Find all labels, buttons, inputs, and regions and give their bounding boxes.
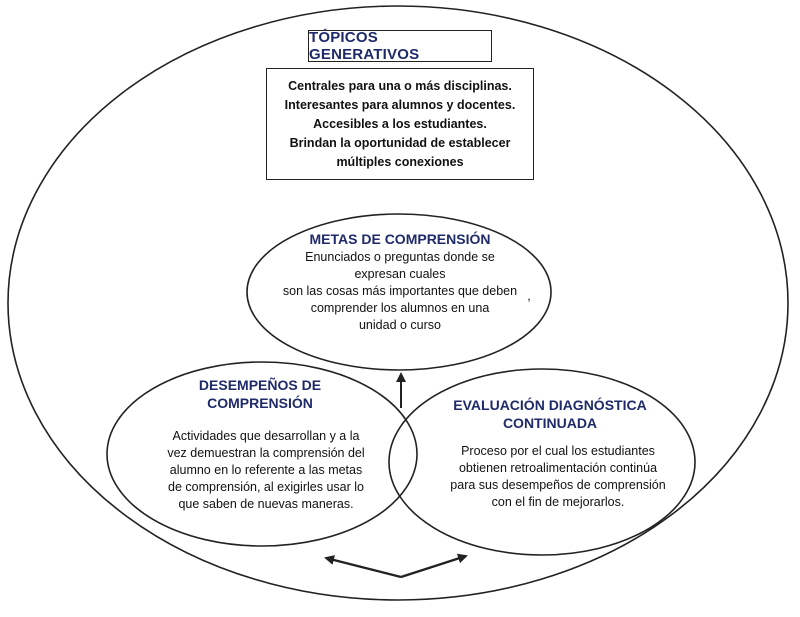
evaluacion-title: EVALUACIÓN DIAGNÓSTICA CONTINUADA: [440, 396, 660, 432]
evaluacion-line: con el fin de mejorarlos.: [491, 495, 625, 509]
evaluacion-line: obtienen retroalimentación continúa: [458, 461, 658, 475]
evaluacion-title-line: EVALUACIÓN DIAGNÓSTICA: [453, 397, 647, 413]
evaluacion-line: Proceso por el cual los estudiantes: [461, 444, 655, 458]
desempenos-title: DESEMPEÑOS DE COMPRENSIÓN: [170, 376, 350, 412]
desempenos-title-line: DESEMPEÑOS DE: [198, 377, 322, 393]
desempenos-line: alumno en lo referente a las metas: [169, 463, 363, 477]
evaluacion-title-line: CONTINUADA: [502, 415, 598, 431]
evaluacion-ellipse: [388, 368, 696, 556]
metas-text: Enunciados o preguntas donde se expresan…: [260, 249, 540, 334]
metas-line: expresan cuales: [354, 267, 446, 281]
metas-line: comprender los alumnos en una: [310, 301, 490, 315]
evaluacion-line: para sus desempeños de comprensión: [450, 478, 666, 492]
desempenos-line: Actividades que desarrollan y a la: [172, 429, 360, 443]
arrow-right: [400, 553, 468, 579]
evaluacion-text: Proceso por el cual los estudiantes obti…: [428, 443, 688, 511]
topicos-line: Brindan la oportunidad de establecer: [289, 135, 511, 150]
metas-title: METAS DE COMPRENSIÓN: [309, 231, 491, 247]
topicos-line: Interesantes para alumnos y docentes.: [284, 97, 516, 112]
metas-line: son las cosas más importantes que deben: [282, 284, 518, 298]
desempenos-ellipse: [106, 361, 418, 547]
desempenos-line: de comprensión, al exigirles usar lo: [168, 480, 364, 494]
outer-ellipse: [7, 5, 789, 601]
metas-ellipse: [246, 213, 552, 371]
desempenos-title-line: COMPRENSIÓN: [207, 395, 313, 411]
topicos-line: múltiples conexiones: [336, 154, 464, 169]
metas-line: unidad o curso: [358, 318, 441, 332]
topicos-title: TÓPICOS GENERATIVOS: [308, 29, 492, 63]
desempenos-line: que saben de nuevas maneras.: [178, 497, 354, 511]
metas-stray-mark: ,: [527, 289, 531, 303]
topicos-description: Centrales para una o más disciplinas. In…: [266, 68, 534, 180]
desempenos-text: Actividades que desarrollan y a la vez d…: [146, 428, 386, 513]
metas-line: Enunciados o preguntas donde se: [305, 250, 495, 264]
desempenos-line: vez demuestran la comprensión del: [167, 446, 365, 460]
topicos-line: Accesibles a los estudiantes.: [313, 116, 487, 131]
arrow-left: [324, 555, 402, 579]
topicos-line: Centrales para una o más disciplinas.: [288, 78, 512, 93]
